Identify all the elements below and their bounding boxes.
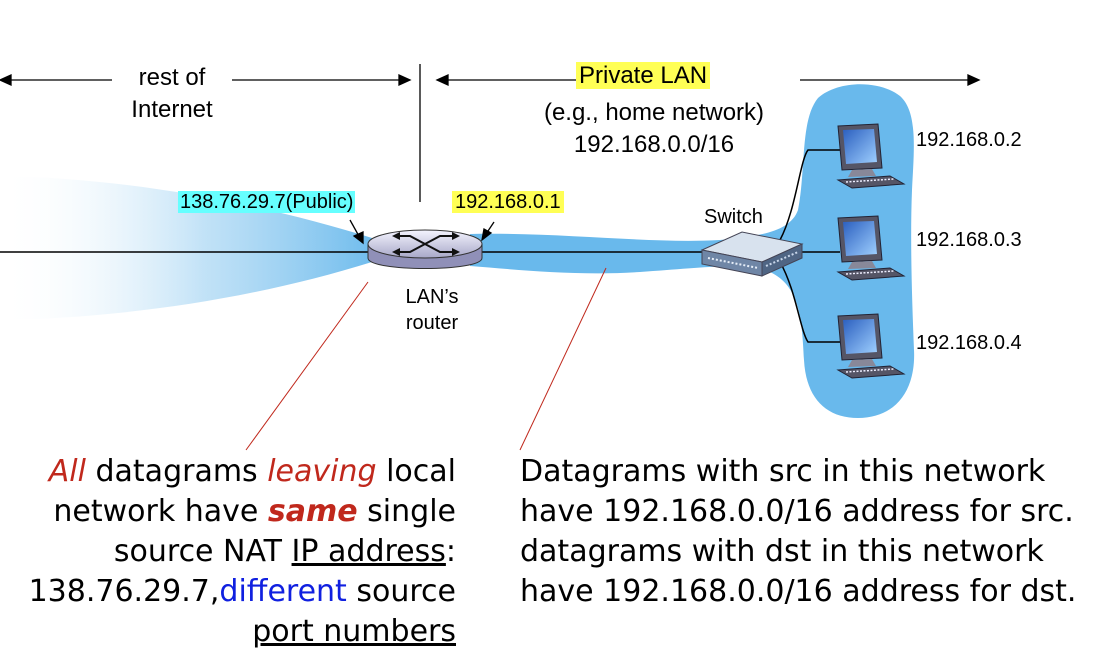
private-addressing-note: Datagrams with src in this network have … xyxy=(520,454,1077,609)
switch-label: Switch xyxy=(704,206,763,228)
host-computer-icon xyxy=(836,123,906,189)
private-lan-example-label: (e.g., home network) 192.168.0.0/16 xyxy=(543,99,765,158)
private-lan-arrow xyxy=(435,73,981,87)
private-ip-label: 192.168.0.1 xyxy=(452,191,564,213)
private-lan-label: Private LAN xyxy=(576,62,711,90)
rest-of-internet-label: rest of Internet xyxy=(131,64,213,123)
nat-explanation-note: All datagrams leaving local network have… xyxy=(28,454,456,649)
internet-glow xyxy=(0,176,372,320)
host-ip-label: 192.168.0.2 xyxy=(916,129,1022,151)
private-lan-region xyxy=(470,84,915,419)
router-icon xyxy=(367,229,483,269)
host-computer-icon xyxy=(836,313,906,379)
host-ip-label: 192.168.0.3 xyxy=(916,229,1022,251)
pointer-line-lan xyxy=(519,267,607,451)
host-computer-icon xyxy=(836,215,906,281)
switch-icon xyxy=(700,231,804,277)
pointer-line-router xyxy=(245,281,369,451)
rest-of-internet-arrow xyxy=(0,73,412,87)
router-label: LAN’s router xyxy=(405,286,459,334)
callout-arrows xyxy=(349,219,495,245)
switch-host-links xyxy=(779,149,840,343)
host-ip-label: 192.168.0.4 xyxy=(916,332,1022,354)
public-ip-label: 138.76.29.7(Public) xyxy=(178,191,356,213)
